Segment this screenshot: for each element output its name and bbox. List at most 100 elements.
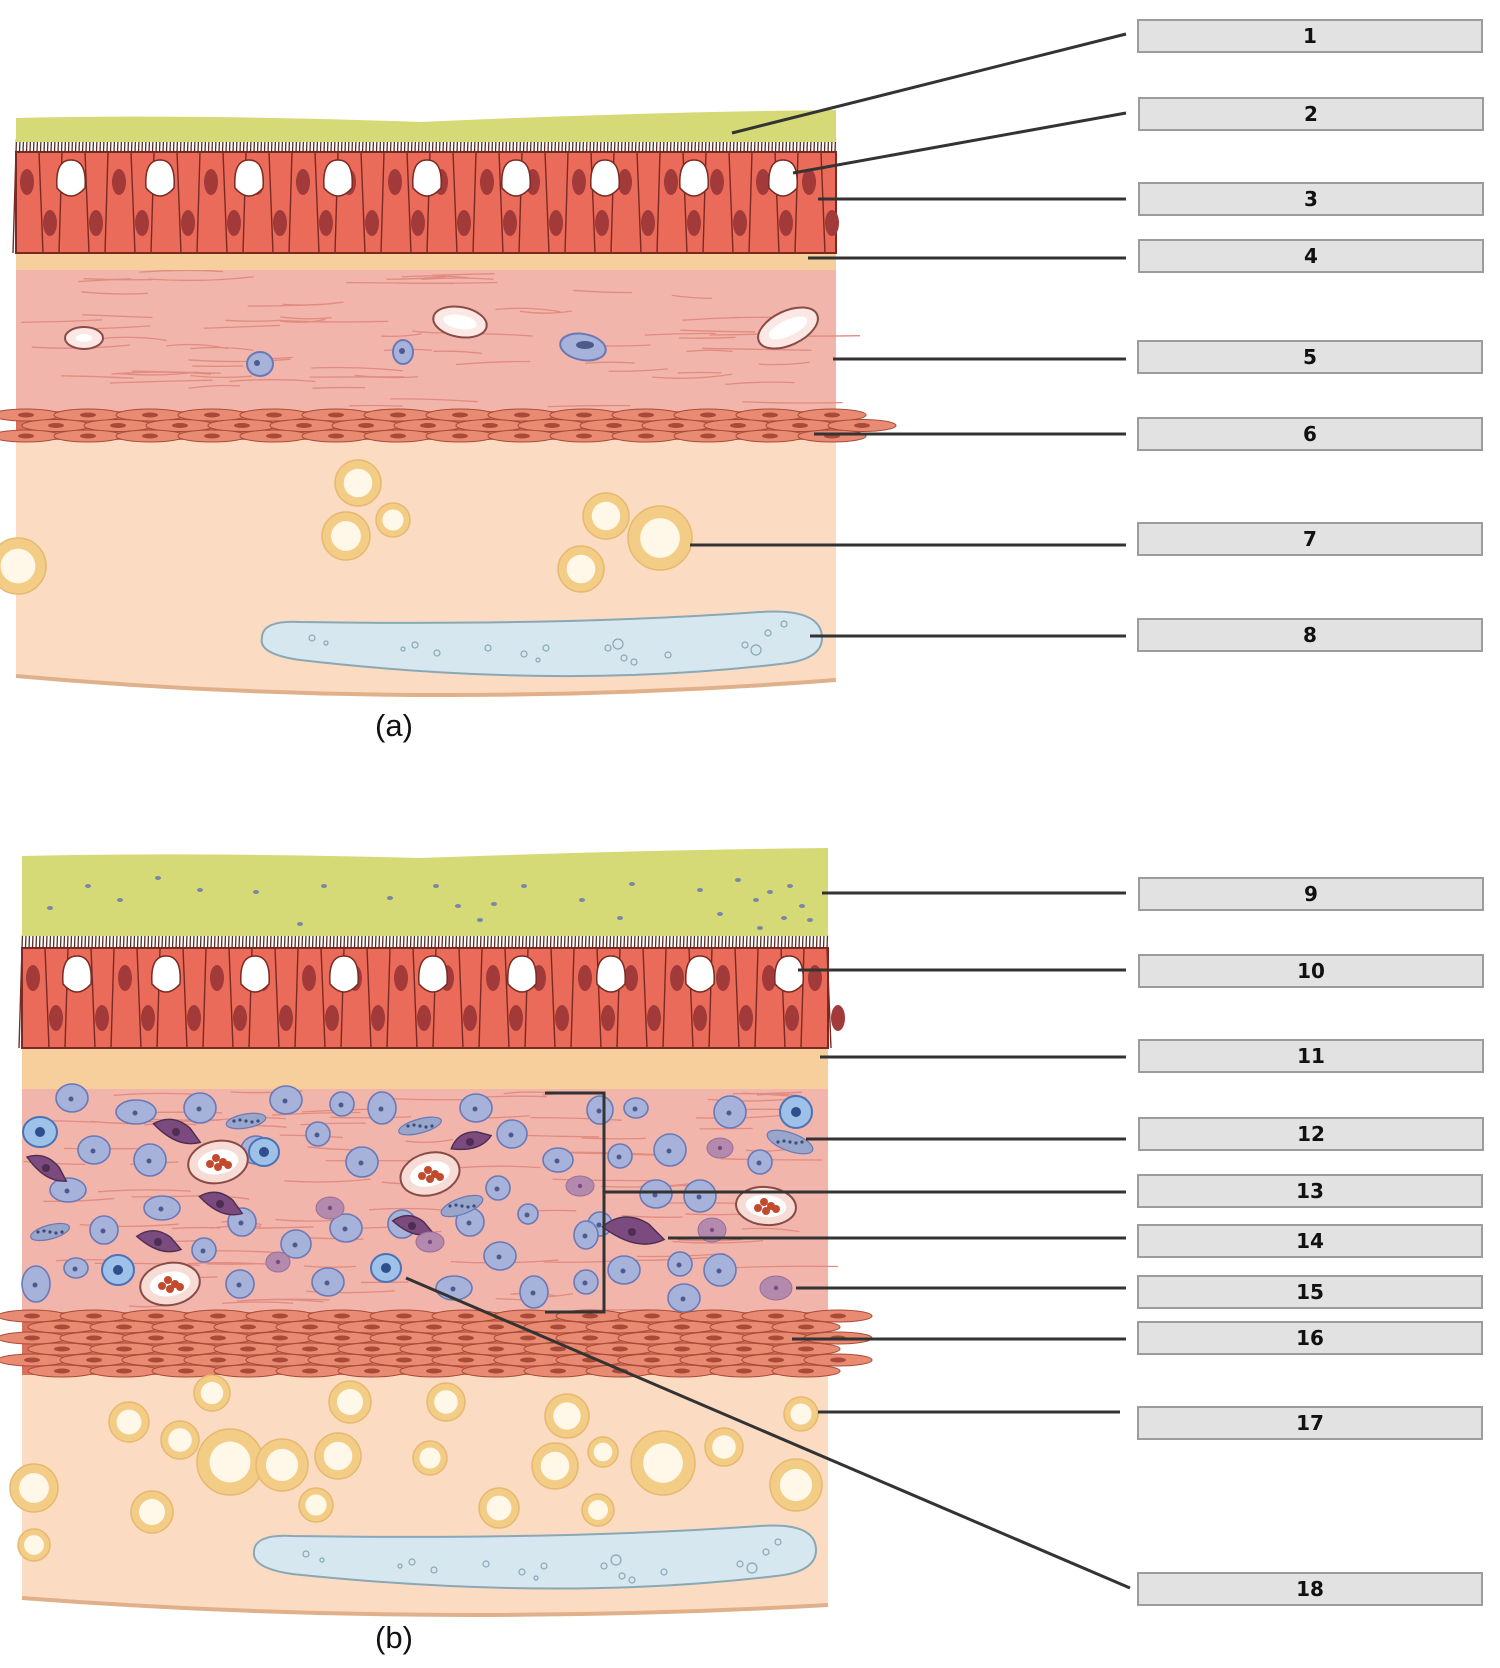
panel-a-vessel bbox=[757, 306, 819, 350]
epithelial-cell-border bbox=[288, 151, 293, 254]
epithelial-cell-border bbox=[202, 947, 207, 1049]
cell-nucleus bbox=[89, 210, 103, 236]
muscle-nucleus bbox=[302, 1324, 318, 1330]
connective-fiber bbox=[61, 375, 134, 379]
connective-fiber bbox=[300, 1122, 366, 1126]
cilium bbox=[644, 934, 647, 949]
cilium bbox=[266, 934, 269, 949]
epithelial-cell-border bbox=[472, 151, 477, 254]
connective-fiber bbox=[97, 1189, 192, 1193]
epithelial-cell-border bbox=[84, 151, 90, 254]
gland-secretion bbox=[780, 620, 788, 628]
cilium bbox=[287, 934, 290, 949]
gland-secretion bbox=[400, 646, 406, 652]
muscle-nucleus bbox=[520, 1357, 536, 1363]
muscle-nucleus bbox=[550, 1324, 566, 1330]
immune-cell-nucleus bbox=[238, 1220, 244, 1226]
cilium bbox=[493, 934, 496, 949]
immune-cell-nucleus bbox=[496, 1254, 502, 1260]
cilium bbox=[780, 934, 783, 949]
cilium bbox=[182, 934, 185, 949]
epithelial-cell-border bbox=[748, 151, 753, 254]
cilium bbox=[567, 934, 570, 949]
muscle-nucleus bbox=[824, 412, 840, 418]
cilium bbox=[553, 934, 556, 949]
panel-a-immune-cell bbox=[392, 339, 414, 365]
immune-cell-nucleus bbox=[292, 1242, 298, 1248]
adipocyte-lipid bbox=[434, 1390, 458, 1414]
panel-b-adipocytes bbox=[9, 1374, 823, 1562]
cilium bbox=[458, 934, 461, 949]
mast-cell-granule bbox=[466, 1205, 470, 1209]
immune-cell-nucleus bbox=[378, 1106, 384, 1112]
muscle-nucleus bbox=[700, 433, 716, 439]
muscle-nucleus bbox=[644, 1313, 660, 1319]
cilium bbox=[574, 934, 577, 949]
adipocyte-lipid bbox=[0, 548, 36, 584]
connective-fiber bbox=[97, 336, 167, 342]
muscle-nucleus bbox=[272, 1357, 288, 1363]
cilium bbox=[441, 934, 444, 949]
muscle-nucleus bbox=[520, 1313, 536, 1319]
lymphocyte-nucleus bbox=[35, 1127, 45, 1137]
muscle-nucleus bbox=[240, 1346, 256, 1352]
gland-secretion bbox=[323, 640, 329, 646]
cell-nucleus bbox=[233, 1005, 247, 1031]
cilium bbox=[738, 934, 741, 949]
connective-fiber bbox=[81, 291, 148, 295]
adipocyte-lipid bbox=[200, 1381, 224, 1405]
epithelial-cell-border bbox=[360, 151, 366, 254]
muscle-nucleus bbox=[204, 433, 220, 439]
goblet-cell bbox=[62, 955, 92, 993]
connective-fiber bbox=[381, 333, 422, 338]
connective-fiber bbox=[581, 1137, 646, 1140]
goblet-cell bbox=[145, 159, 175, 197]
epithelial-cell-border bbox=[110, 947, 115, 1049]
cilium bbox=[584, 934, 587, 949]
cilium bbox=[374, 934, 377, 949]
cilium bbox=[668, 934, 671, 949]
cilium bbox=[280, 934, 283, 949]
muscle-nucleus bbox=[110, 423, 126, 428]
mast-cell-granule bbox=[48, 1230, 52, 1234]
cilium bbox=[556, 934, 559, 949]
cilium bbox=[521, 934, 524, 949]
gland-secretion bbox=[630, 658, 638, 666]
muscle-nucleus bbox=[204, 412, 220, 418]
immune-cell-nucleus bbox=[676, 1262, 682, 1268]
panel-a-bottom-edge bbox=[15, 674, 837, 698]
cilium bbox=[276, 934, 279, 949]
immune-cell-nucleus bbox=[100, 1228, 106, 1234]
cilium bbox=[819, 934, 822, 949]
muscle-nucleus bbox=[240, 1368, 256, 1374]
muscle-nucleus bbox=[210, 1357, 226, 1363]
red-blood-cell bbox=[754, 1204, 762, 1212]
muscle-nucleus bbox=[674, 1346, 690, 1352]
cilium bbox=[759, 934, 762, 949]
cilium bbox=[91, 934, 94, 949]
muscle-nucleus bbox=[142, 433, 158, 439]
cilium bbox=[168, 934, 171, 949]
cilium bbox=[329, 934, 332, 949]
epithelial-cell-border bbox=[136, 947, 142, 1049]
mucus-particle bbox=[787, 884, 793, 888]
epithelial-cell-border bbox=[130, 151, 136, 254]
muscle-nucleus bbox=[488, 1346, 504, 1352]
cell-nucleus bbox=[394, 965, 408, 991]
cilium bbox=[59, 934, 62, 949]
lymphocyte-nucleus bbox=[113, 1265, 123, 1275]
immune-cell-nucleus bbox=[472, 1106, 478, 1112]
cilium bbox=[507, 934, 510, 949]
cilium bbox=[35, 934, 38, 949]
epithelial-cell-border bbox=[196, 151, 201, 254]
connective-fiber bbox=[190, 374, 253, 379]
label-box-6: 6 bbox=[1137, 417, 1483, 451]
cell-nucleus bbox=[20, 169, 34, 195]
adipocyte-lipid bbox=[566, 554, 596, 584]
label-box-7: 7 bbox=[1137, 522, 1483, 556]
cilium bbox=[525, 934, 528, 949]
epithelial-cell-border bbox=[458, 947, 464, 1049]
gland-secretion bbox=[762, 1548, 770, 1556]
panel-b-gland-dots bbox=[302, 1538, 782, 1584]
cilium bbox=[815, 934, 818, 949]
